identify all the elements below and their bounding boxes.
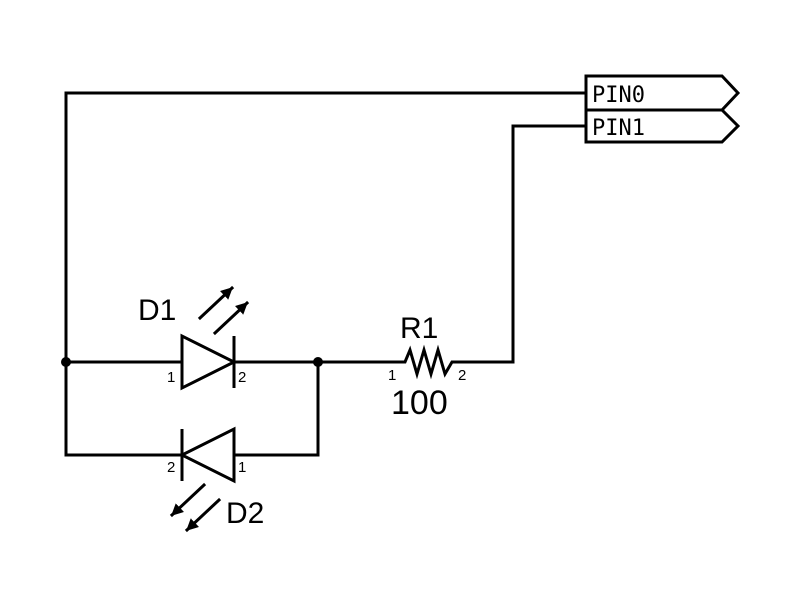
resistor-r1: R1 1 2 100 bbox=[388, 312, 466, 422]
junction-mid bbox=[313, 357, 323, 367]
wire-left-to-d2 bbox=[64, 360, 184, 457]
led-d2-ref: D2 bbox=[226, 497, 264, 530]
port-pin1-label: PIN1 bbox=[592, 116, 645, 141]
wire-d2-to-mid bbox=[232, 360, 320, 457]
led-d2-pin-1: 1 bbox=[238, 459, 246, 476]
port-pin1-shape bbox=[584, 108, 741, 144]
led-d1: D1 1 2 bbox=[138, 285, 250, 391]
resistor-r1-pin-left: 1 bbox=[388, 367, 396, 384]
led-d2-triangle bbox=[178, 426, 236, 484]
resistor-r1-zigzag bbox=[398, 344, 464, 380]
resistor-r1-pin-right: 2 bbox=[458, 367, 466, 384]
led-d2-pin-2: 2 bbox=[167, 459, 175, 476]
led-d2: D2 2 1 bbox=[167, 426, 264, 533]
wire-pin0-left-rail bbox=[64, 91, 588, 364]
led-d2-arrow-1 bbox=[169, 482, 207, 518]
resistor-r1-ref: R1 bbox=[400, 312, 438, 345]
led-d1-pin-anode: 1 bbox=[167, 369, 175, 386]
led-d1-pin-cathode: 2 bbox=[238, 369, 246, 386]
port-pin0-label: PIN0 bbox=[592, 83, 645, 108]
led-d1-ref: D1 bbox=[138, 294, 176, 327]
port-pin0-shape bbox=[584, 74, 741, 112]
wires bbox=[64, 91, 588, 457]
led-d1-arrow-2 bbox=[212, 300, 250, 336]
led-d1-triangle bbox=[180, 333, 238, 391]
led-d2-arrow-2 bbox=[184, 497, 222, 533]
port-pin1: PIN1 bbox=[584, 108, 741, 144]
port-pin0: PIN0 bbox=[584, 74, 741, 112]
resistor-r1-value: 100 bbox=[391, 384, 448, 422]
led-d1-arrow-1 bbox=[197, 285, 235, 321]
led-d2-light-arrows bbox=[169, 482, 222, 533]
led-d1-light-arrows bbox=[197, 285, 250, 336]
junction-left bbox=[61, 357, 71, 367]
wire-pin1-to-r1 bbox=[460, 124, 588, 364]
